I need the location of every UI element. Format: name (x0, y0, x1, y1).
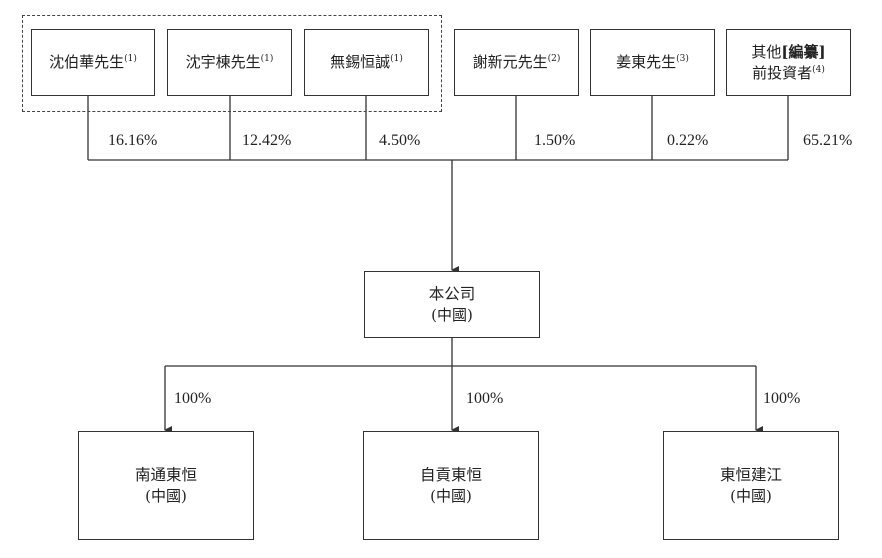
concert-party-group-border (22, 15, 442, 112)
shareholder-note: (1) (260, 54, 274, 65)
shareholder-note: (4) (812, 64, 825, 75)
shareholder-note: (1) (390, 54, 403, 65)
subsidiary-name: 南通東恒 (134, 465, 197, 484)
subsidiary-location: (中國) (730, 486, 772, 505)
shareholding-pct-6: 65.21% (803, 132, 853, 149)
shareholder-box-1: 沈伯華先生(1) (31, 29, 155, 96)
subsidiary-box-1: 南通東恒 (中國) (78, 431, 254, 540)
subsidiary-pct-1: 100% (174, 390, 212, 407)
subsidiary-pct-2: 100% (466, 390, 504, 407)
shareholder-name-line2: 前投資者 (752, 63, 813, 82)
shareholder-name-line1: 其他 (751, 43, 782, 62)
shareholder-name: 姜東先生 (616, 53, 677, 72)
shareholding-pct-4: 1.50% (534, 132, 576, 149)
subsidiary-box-3: 東恒建江 (中國) (663, 431, 839, 540)
shareholder-name: 沈伯華先生 (49, 53, 125, 72)
shareholder-box-2: 沈宇棟先生(1) (167, 29, 292, 96)
company-location: (中國) (431, 305, 473, 324)
subsidiary-location: (中國) (430, 486, 472, 505)
shareholder-box-4: 謝新元先生(2) (454, 29, 579, 96)
shareholder-name: 謝新元先生 (472, 53, 548, 72)
shareholding-pct-3: 4.50% (379, 132, 421, 149)
shareholder-note: (2) (547, 54, 561, 65)
shareholding-pct-2: 12.42% (242, 132, 292, 149)
subsidiary-location: (中國) (145, 486, 187, 505)
shareholder-note: (1) (124, 54, 137, 65)
shareholder-box-3: 無錫恒誠(1) (304, 29, 429, 96)
company-name: 本公司 (428, 284, 476, 303)
shareholder-name: 沈宇棟先生 (185, 53, 261, 72)
subsidiary-box-2: 自貢東恒 (中國) (363, 431, 539, 540)
shareholder-note: (3) (676, 54, 689, 65)
shareholder-name-redacted: [編纂] (781, 43, 826, 62)
subsidiary-pct-3: 100% (763, 390, 801, 407)
shareholder-box-5: 姜東先生(3) (590, 29, 715, 96)
subsidiary-name: 自貢東恒 (419, 465, 482, 484)
shareholder-name: 無錫恒誠 (330, 53, 391, 72)
shareholder-box-6: 其他[編纂] 前投資者(4) (726, 29, 851, 96)
shareholding-pct-1: 16.16% (108, 132, 158, 149)
subsidiary-name: 東恒建江 (719, 465, 782, 484)
company-box: 本公司 (中國) (364, 271, 540, 338)
shareholding-pct-5: 0.22% (667, 132, 709, 149)
